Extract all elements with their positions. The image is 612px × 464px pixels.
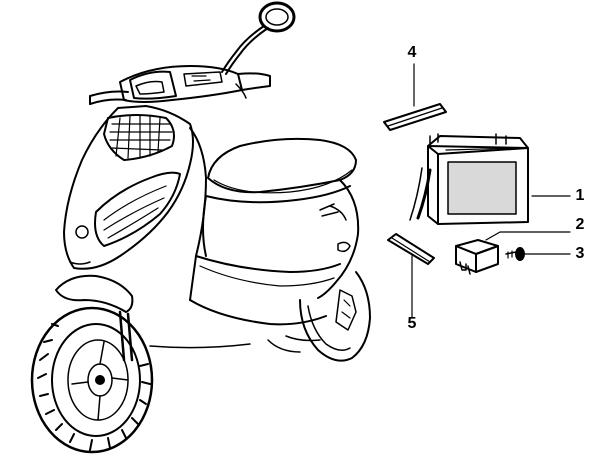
rear-wheel <box>267 271 371 362</box>
screw <box>505 247 525 261</box>
handlebar <box>89 65 271 105</box>
body-side-panel <box>202 179 360 299</box>
rubber-pad-upper <box>383 103 447 131</box>
mirror <box>221 1 296 75</box>
front-shield <box>63 105 194 270</box>
callout-label-2: 2 <box>575 216 585 233</box>
callout-label-3: 3 <box>575 245 585 262</box>
callout-label-4: 4 <box>407 44 417 61</box>
front-grille <box>109 114 173 159</box>
scooter-drawing <box>30 1 371 454</box>
leader-lines <box>411 63 571 319</box>
callout-label-1: 1 <box>575 187 585 204</box>
battery <box>409 133 529 225</box>
leader-line-2 <box>485 231 571 241</box>
seat <box>205 137 357 204</box>
relay-starter <box>455 239 499 275</box>
leg-shield <box>189 127 341 326</box>
callout-label-5: 5 <box>407 315 417 332</box>
front-wheel <box>30 306 154 454</box>
rubber-pad-lower <box>387 233 435 265</box>
